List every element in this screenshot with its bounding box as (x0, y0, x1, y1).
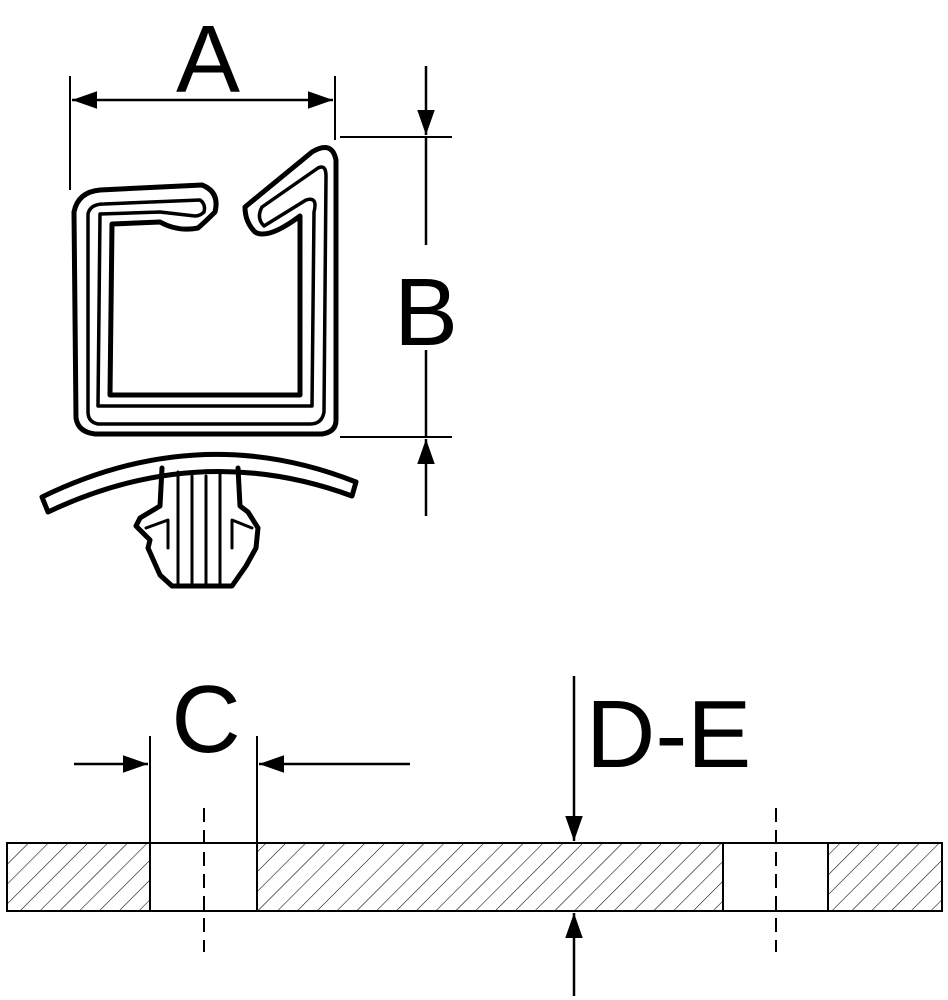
dimension-c (74, 736, 410, 843)
clip-base-plate (39, 451, 359, 515)
panel-section-middle (256, 842, 724, 912)
clip-outer-contour (71, 145, 339, 437)
dimension-de-label: D-E (586, 681, 751, 788)
dimension-b-label: B (394, 259, 458, 366)
clip-inner-contour (86, 165, 328, 426)
clip-fastener-stem (133, 465, 261, 589)
dimension-a-label: A (176, 6, 240, 113)
cable-clip-profile (39, 145, 359, 589)
stem-barb-left (144, 518, 170, 550)
panel-section-right (827, 842, 943, 912)
hole-centerlines (203, 808, 777, 952)
panel-section (6, 842, 943, 912)
dimension-a (69, 76, 336, 190)
stem-barb-right (230, 518, 254, 550)
dimension-c-label: C (171, 666, 240, 773)
dimension-b (340, 66, 452, 516)
panel-section-left (6, 842, 151, 912)
